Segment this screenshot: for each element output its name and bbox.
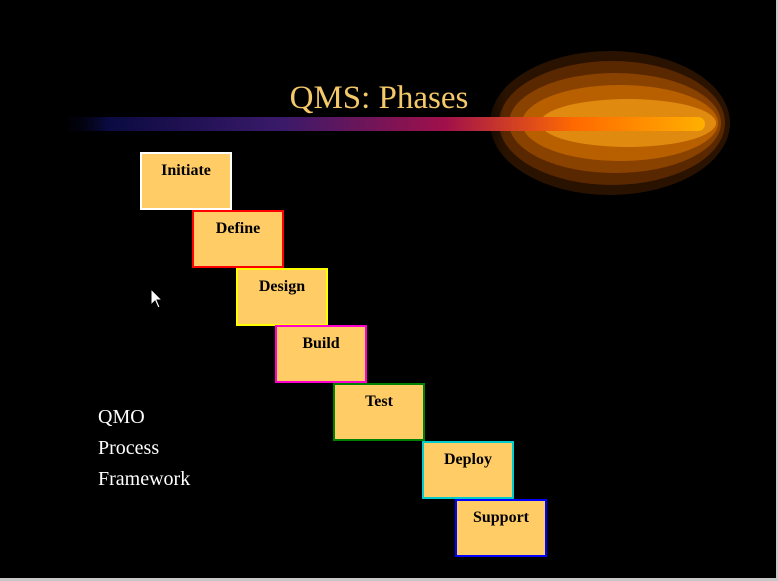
phase-build: Build <box>275 325 367 383</box>
phase-define: Define <box>192 210 284 268</box>
slide-border-right <box>776 0 778 581</box>
phase-test: Test <box>333 383 425 441</box>
side-label-line-3: Framework <box>98 468 191 490</box>
phase-support: Support <box>455 499 547 557</box>
side-label-line-1: QMO <box>98 406 145 428</box>
side-label: QMO Process Framework <box>98 402 190 495</box>
side-label-line-2: Process <box>98 437 160 459</box>
slide-title: QMS: Phases <box>289 80 469 116</box>
phase-design: Design <box>236 268 328 326</box>
phase-initiate: Initiate <box>140 152 232 210</box>
phase-deploy: Deploy <box>422 441 514 499</box>
mouse-pointer-icon <box>150 288 164 309</box>
slide-border-bottom <box>0 578 778 581</box>
